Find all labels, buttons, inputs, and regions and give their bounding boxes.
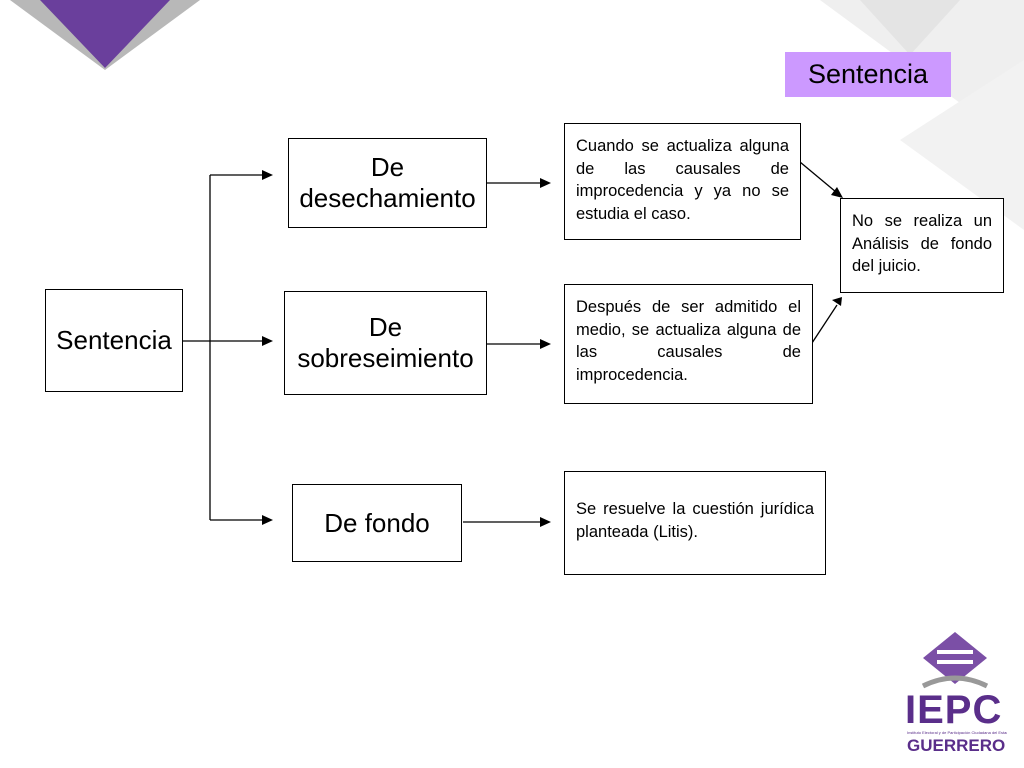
right-diamond-shape	[900, 60, 1024, 230]
desc-fondo: Se resuelve la cuestión jurídica plantea…	[564, 471, 826, 575]
iepc-logo: IEPC Instituto Electoral y de Participac…	[895, 630, 1015, 755]
arrowhead-8	[832, 297, 842, 306]
arrowhead-4	[540, 178, 551, 188]
desc-sobreseimiento: Después de ser admitido el medio, se act…	[564, 284, 813, 404]
arrow-desc2-result-line	[811, 304, 838, 344]
top-right-triangle	[860, 0, 960, 55]
node-sobreseimiento-line-1: De	[368, 312, 403, 342]
logo-state: GUERRERO	[907, 736, 1006, 755]
node-sobreseimiento-line-2: sobreseimiento	[297, 343, 474, 373]
node-desechamiento-line-2: desechamiento	[299, 183, 476, 213]
node-fondo-label: De fondo	[324, 507, 430, 538]
node-fondo: De fondo	[292, 484, 462, 562]
arrowheads	[262, 170, 843, 527]
desc-desechamiento: Cuando se actualiza alguna de las causal…	[564, 123, 801, 240]
node-desechamiento-line-1: De	[370, 152, 405, 182]
arrowhead-3	[262, 515, 273, 525]
top-left-purple-triangle	[40, 0, 170, 68]
logo-emblem-icon	[921, 632, 989, 689]
connectors	[182, 161, 838, 523]
arrowhead-6	[540, 517, 551, 527]
node-sobreseimiento: De sobreseimiento	[284, 291, 487, 395]
arrow-desc1-result-line	[799, 161, 837, 193]
slide-title: Sentencia	[785, 52, 951, 97]
result-box: No se realiza un Análisis de fondo del j…	[840, 198, 1004, 293]
logo-tagline: Instituto Electoral y de Participación C…	[907, 730, 1007, 735]
arrowhead-5	[540, 339, 551, 349]
arrowhead-2	[262, 336, 273, 346]
logo-name: IEPC	[905, 688, 1003, 732]
node-desechamiento: De desechamiento	[288, 138, 487, 228]
arrowhead-1	[262, 170, 273, 180]
root-node: Sentencia	[45, 289, 183, 392]
root-node-label: Sentencia	[56, 325, 172, 355]
arrowhead-7	[831, 187, 843, 198]
